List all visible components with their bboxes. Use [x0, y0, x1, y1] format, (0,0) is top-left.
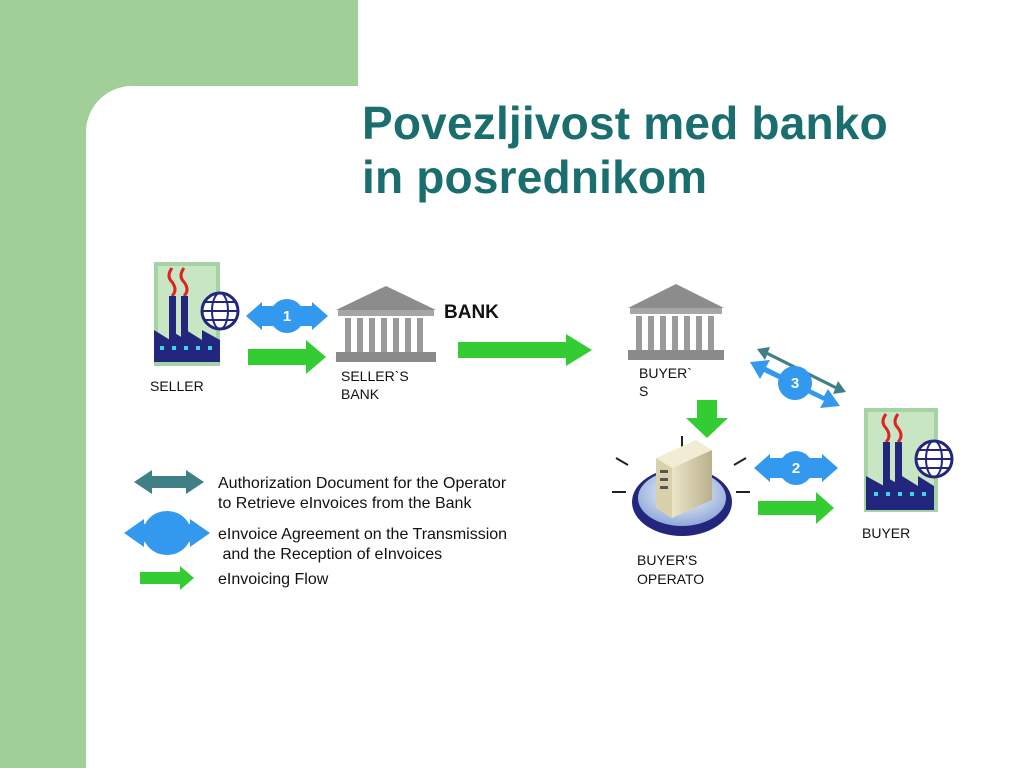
- step-2-number: 2: [792, 460, 800, 477]
- buyer-factory-icon: [864, 408, 938, 512]
- legend-flow-label: eInvoicing Flow: [218, 571, 329, 588]
- slide-title: Povezljivost med banko in posrednikom: [362, 96, 1002, 204]
- buyers-bank-icon: [628, 284, 724, 360]
- legend-authorization-line-1: Authorization Document for the Operator: [218, 475, 507, 492]
- flow-arrow-operator-to-buyer: [758, 492, 834, 524]
- title-line-2: in posrednikom: [362, 151, 708, 203]
- agreement-arrow-2: [754, 451, 838, 485]
- legend-agreement-arrow: [124, 511, 210, 555]
- buyers-bank-label-line-1: BUYER`: [639, 365, 692, 381]
- buyer-globe-icon: [914, 439, 954, 479]
- title-line-1: Povezljivost med banko: [362, 97, 888, 149]
- sellers-bank-label-line-1: SELLER`S: [341, 368, 409, 384]
- legend-flow-arrow: [140, 566, 194, 590]
- buyers-bank-label-line-2: S: [639, 383, 648, 399]
- legend-authorization-line-2: to Retrieve eInvoices from the Bank: [218, 495, 472, 512]
- legend-agreement-line-1: eInvoice Agreement on the Transmission: [218, 526, 507, 543]
- agreement-arrow-1: [246, 299, 328, 333]
- seller-globe-icon: [200, 291, 240, 331]
- step-3-number: 3: [791, 375, 799, 392]
- legend-agreement-line-2: and the Reception of eInvoices: [218, 546, 442, 563]
- buyer-label: BUYER: [862, 525, 910, 541]
- flow-arrow-bank-to-operator: [686, 400, 728, 438]
- sellers-bank-label-line-2: BANK: [341, 386, 380, 402]
- server-icon: [612, 436, 750, 536]
- bank-label: BANK: [444, 302, 499, 323]
- legend-authorization-arrow: [134, 470, 204, 494]
- step-1-number: 1: [283, 308, 291, 325]
- operator-label-line-1: BUYER'S: [637, 552, 697, 568]
- operator-label-line-2: OPERATO: [637, 571, 704, 587]
- agreement-arrow-3: [750, 360, 840, 408]
- legend: Authorization Document for the Operator …: [124, 470, 507, 590]
- slide-panel-top: [358, 0, 1024, 86]
- sellers-bank-icon: [336, 286, 436, 362]
- flow-arrow-bank-to-bank: [458, 334, 592, 366]
- flow-arrow-seller-to-bank: [248, 340, 326, 374]
- seller-label: SELLER: [150, 378, 204, 394]
